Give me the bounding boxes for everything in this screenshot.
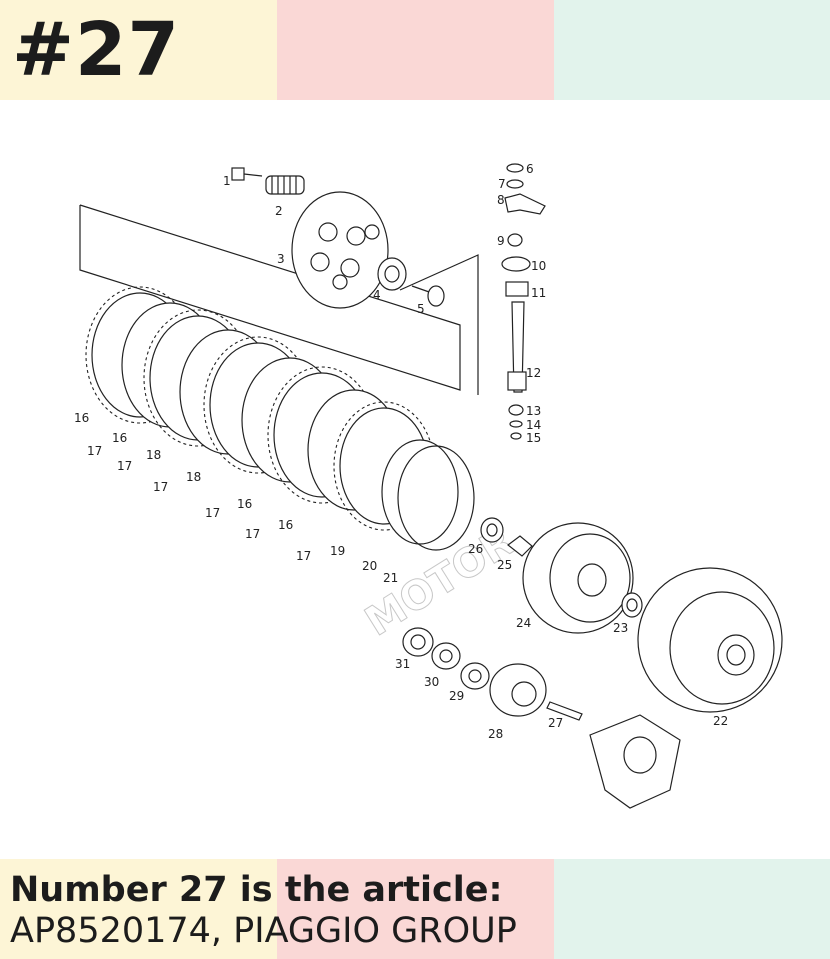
- header-band: [0, 0, 830, 100]
- washer-part-30: [431, 642, 461, 670]
- header-band-mint: [554, 0, 830, 100]
- key-part-27: [546, 701, 583, 721]
- thrust-washer-part-23: [621, 592, 643, 618]
- nut-part-26: [480, 517, 504, 543]
- clutch-basket-part-22: [637, 567, 783, 713]
- part-number-title: #27: [12, 7, 180, 93]
- part-label-17-e: 17: [245, 527, 260, 541]
- part-label-16-a: 16: [74, 411, 89, 425]
- part-label-20: 20: [362, 559, 377, 573]
- article-caption-heading: Number 27 is the article:: [10, 870, 503, 910]
- pressure-plate-part-3: [291, 191, 389, 309]
- part-label-27: 27: [548, 716, 563, 730]
- part-label-23: 23: [613, 621, 628, 635]
- part-labels: 1 2 3 4 5 6 7 8 9 10 11 12 13 14 15 16 1…: [74, 162, 728, 741]
- part-label-29: 29: [449, 689, 464, 703]
- part-label-24: 24: [516, 616, 531, 630]
- bearing-part-4: [377, 257, 407, 291]
- part-label-7: 7: [498, 177, 506, 191]
- part-label-18-a: 18: [146, 448, 161, 462]
- part-label-30: 30: [424, 675, 439, 689]
- part-label-21: 21: [383, 571, 398, 585]
- part-label-12: 12: [526, 366, 541, 380]
- part-label-25: 25: [497, 558, 512, 572]
- part-label-17-b: 17: [117, 459, 132, 473]
- part-label-13: 13: [526, 404, 541, 418]
- part-label-16-d: 16: [278, 518, 293, 532]
- part-label-6: 6: [526, 162, 534, 176]
- footer-band-yellow: [0, 859, 277, 959]
- spring-part-2: [265, 175, 305, 195]
- clutch-hub-part-24: [522, 522, 634, 634]
- part-label-3: 3: [277, 252, 285, 266]
- part-label-28: 28: [488, 727, 503, 741]
- part-label-9: 9: [497, 234, 505, 248]
- part-label-17-d: 17: [205, 506, 220, 520]
- clutch-plate-stack: [85, 286, 475, 551]
- part-label-22: 22: [713, 714, 728, 728]
- washer-part-29: [460, 662, 490, 690]
- part-label-16-c: 16: [237, 497, 252, 511]
- part-label-11: 11: [531, 286, 546, 300]
- footer-band: [0, 859, 830, 959]
- part-label-15: 15: [526, 431, 541, 445]
- part-label-17-f: 17: [296, 549, 311, 563]
- pack-bracket-right: [399, 254, 479, 395]
- part-label-14: 14: [526, 418, 541, 432]
- pushrod-part-5: [411, 285, 445, 307]
- part-label-18-b: 18: [186, 470, 201, 484]
- article-caption-detail: AP8520174, PIAGGIO GROUP: [10, 911, 517, 951]
- part-label-31: 31: [395, 657, 410, 671]
- part-label-16-b: 16: [112, 431, 127, 445]
- part-label-10: 10: [531, 259, 546, 273]
- gear-part-28: [489, 663, 547, 717]
- part-label-8: 8: [497, 193, 505, 207]
- part-label-17-a: 17: [87, 444, 102, 458]
- part-label-17-c: 17: [153, 480, 168, 494]
- header-band-yellow: [0, 0, 277, 100]
- part-label-4: 4: [373, 288, 381, 302]
- nut-part-31: [402, 627, 434, 657]
- header-band-pink: [277, 0, 554, 100]
- clutch-exploded-diagram: MOTOR: [74, 162, 783, 809]
- footer-band-mint: [554, 859, 830, 959]
- primary-gear-assembly: [589, 714, 681, 809]
- bolt-part-1: [231, 167, 263, 181]
- part-label-5: 5: [417, 302, 425, 316]
- part-label-1: 1: [223, 174, 231, 188]
- part-label-2: 2: [275, 204, 283, 218]
- part-label-19: 19: [330, 544, 345, 558]
- footer-band-pink: [277, 859, 554, 959]
- part-label-26: 26: [468, 542, 483, 556]
- release-shaft-assembly: [501, 163, 546, 440]
- lock-washer-part-25: [507, 535, 533, 557]
